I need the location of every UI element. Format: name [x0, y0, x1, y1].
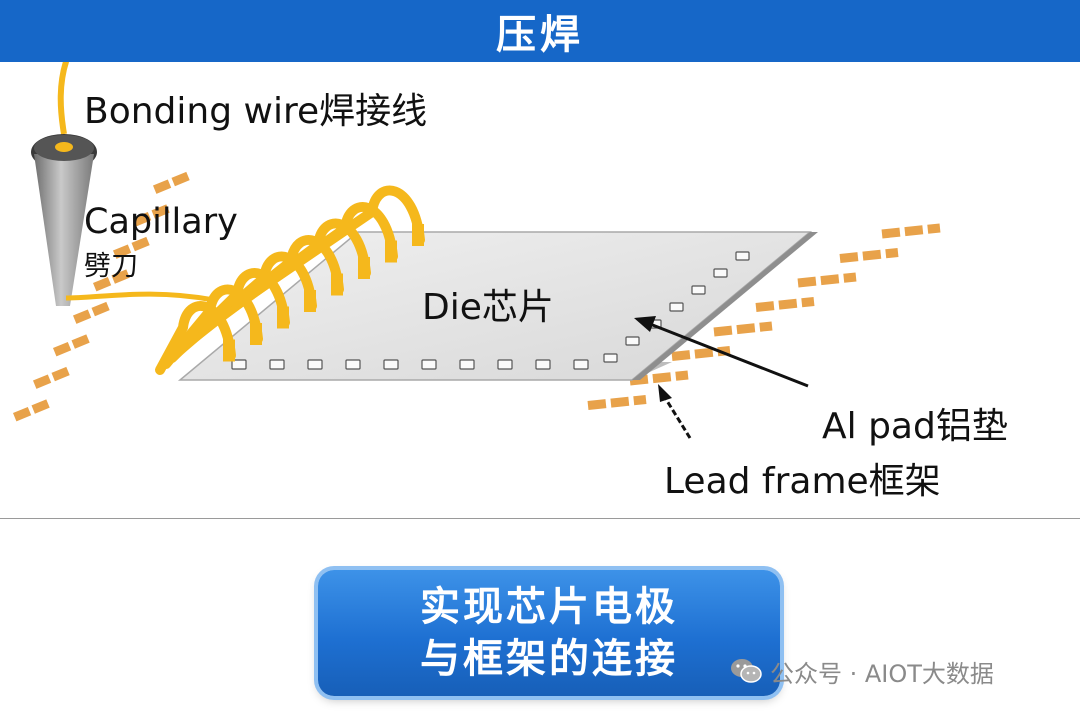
lead-frame-left — [12, 171, 190, 422]
lead-finger — [52, 334, 90, 357]
lead-finger — [587, 395, 647, 410]
wire-ball — [277, 306, 289, 329]
lead-finger — [72, 301, 110, 325]
wire-bonding-diagram: Bonding wire焊接线 Capillary 劈刀 Die芯片 Al pa… — [0, 62, 1080, 519]
al-pad — [735, 251, 750, 261]
al-pad-arrow — [634, 316, 809, 388]
wire-ball — [331, 273, 343, 296]
watermark-text: 公众号 · AIOT大数据 — [770, 659, 994, 688]
al-pad — [497, 359, 513, 370]
al-pad — [691, 285, 706, 295]
al-pad — [345, 359, 361, 370]
bonding-wires — [155, 185, 425, 375]
lead-finger — [132, 204, 170, 227]
wire-ball — [304, 290, 316, 312]
summary-box: 实现芯片电极 与框架的连接 — [318, 570, 780, 696]
al-pad — [307, 359, 323, 370]
title-bar: 压焊 — [0, 0, 1080, 62]
capillary-label-cn: 劈刀 — [84, 251, 138, 282]
lead-finger — [797, 272, 857, 288]
bonding-wire — [155, 301, 236, 375]
al-pad — [669, 302, 684, 312]
al-pad — [713, 268, 728, 278]
al-pads — [231, 251, 750, 370]
al-pad — [459, 359, 475, 370]
lead-frame-label: Lead frame框架 — [664, 461, 941, 502]
lead-frame-arrow — [658, 384, 692, 439]
diagram-canvas — [12, 62, 941, 439]
lead-finger — [152, 171, 190, 195]
wire-ball — [250, 323, 262, 345]
capillary-tool — [31, 62, 215, 306]
lead-finger — [881, 223, 941, 239]
wire-ball — [385, 240, 397, 263]
summary-line-1: 实现芯片电极 — [420, 584, 678, 630]
lead-finger — [713, 321, 773, 337]
lead-finger — [112, 236, 150, 260]
al-pad-label: Al pad铝垫 — [822, 406, 1008, 447]
lead-finger — [12, 399, 50, 422]
al-pad — [573, 359, 589, 370]
al-pad — [603, 353, 618, 363]
watermark: 公众号 · AIOT大数据 — [730, 654, 994, 688]
wire-ball — [358, 257, 370, 279]
wire-ball — [412, 224, 424, 246]
summary-line-2: 与框架的连接 — [420, 636, 678, 682]
al-pad — [625, 336, 640, 346]
lead-finger — [755, 297, 815, 312]
al-pad — [383, 359, 399, 370]
al-pad — [231, 359, 247, 370]
lead-finger — [32, 366, 70, 390]
capillary-label: Capillary — [84, 202, 238, 242]
wire-ball — [223, 339, 235, 362]
al-pad — [535, 359, 551, 370]
die-label: Die芯片 — [422, 287, 554, 328]
al-pad — [269, 359, 285, 370]
bonding-wire-label: Bonding wire焊接线 — [84, 91, 428, 132]
lead-finger — [839, 248, 899, 263]
lead-finger — [92, 269, 130, 292]
page-title: 压焊 — [496, 12, 584, 58]
wechat-icon — [731, 659, 762, 683]
al-pad — [421, 359, 437, 370]
